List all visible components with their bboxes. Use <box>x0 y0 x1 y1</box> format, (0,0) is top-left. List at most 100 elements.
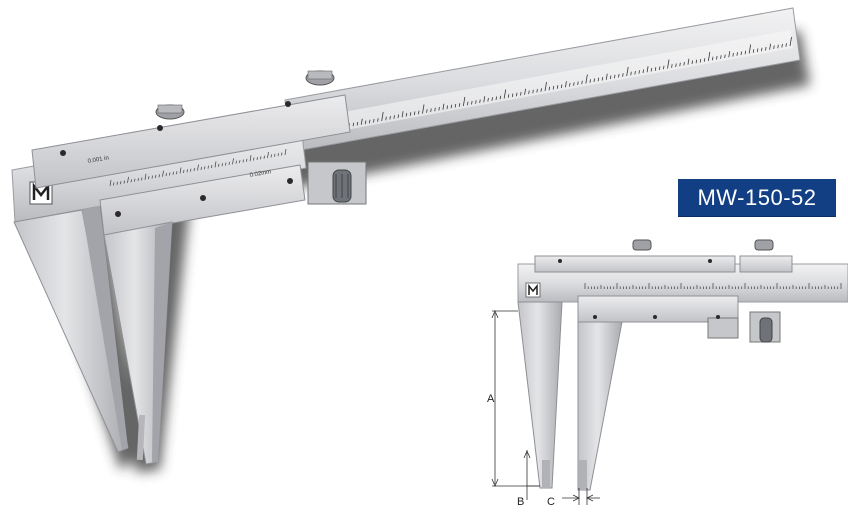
scale-tick <box>548 86 551 91</box>
clamp-screw-left <box>155 104 185 120</box>
scale-tick <box>385 116 387 121</box>
scale-tick <box>675 63 677 68</box>
scale-tick <box>352 122 355 127</box>
vernier-tick <box>221 163 223 167</box>
vernier-tick <box>148 176 150 180</box>
scale-tick <box>511 93 514 98</box>
scale-tick <box>777 44 779 49</box>
scale-tick <box>495 96 497 101</box>
vernier-tick <box>274 153 276 157</box>
vernier-tick <box>263 155 265 159</box>
vernier-tick <box>284 148 287 156</box>
scale-tick <box>393 115 395 119</box>
scale-tick <box>728 51 731 58</box>
scale-tick <box>389 115 391 120</box>
scale-tick <box>691 60 693 65</box>
scale-tick <box>756 48 759 53</box>
vernier-tick <box>204 166 206 170</box>
vernier-tick <box>144 173 147 180</box>
scale-tick <box>605 73 608 80</box>
scale-tick <box>565 81 567 88</box>
scale-tick <box>560 84 563 89</box>
vernier-tick <box>277 153 279 157</box>
scale-tick <box>569 82 571 87</box>
dimension-b-label: B <box>517 496 524 508</box>
scale-tick <box>626 66 629 77</box>
scale-tick <box>785 43 787 47</box>
scale-tick <box>765 46 767 51</box>
scale-tick <box>585 74 588 84</box>
scale-tick <box>781 43 783 48</box>
scale-tick <box>369 119 371 124</box>
scale-tick <box>699 58 702 63</box>
scale-tick <box>671 64 673 68</box>
scale-tick <box>573 82 575 86</box>
vernier-tick <box>228 161 230 165</box>
vernier-tick <box>155 174 157 178</box>
scale-tick <box>638 70 640 74</box>
scale-tick <box>503 89 507 99</box>
scale-tick <box>646 66 649 73</box>
scale-tick <box>724 54 726 59</box>
scale-tick <box>744 50 747 55</box>
scale-tick <box>703 58 706 62</box>
scale-tick <box>752 49 755 53</box>
clamp-screw-right <box>305 70 335 86</box>
dimension-c-line <box>562 488 600 505</box>
dimension-diagram: A B C <box>487 239 848 508</box>
scale-tick <box>622 73 624 77</box>
vernier-tick <box>176 171 178 175</box>
scale-tick <box>769 43 771 50</box>
scale-tick <box>687 58 690 65</box>
dimension-b-line <box>523 449 540 500</box>
scale-tick <box>479 99 481 104</box>
scale-tick <box>695 59 698 64</box>
scale-tick <box>650 67 653 72</box>
vernier-tick <box>242 159 244 163</box>
main-rivets <box>60 101 293 217</box>
model-number-badge: MW-150-52 <box>678 179 836 217</box>
scale-tick <box>434 107 436 112</box>
vernier-tick <box>137 177 139 182</box>
scale-tick <box>720 55 722 59</box>
scale-tick <box>450 104 453 109</box>
vernier-tick <box>225 162 227 166</box>
vernier-tick <box>260 156 262 160</box>
vernier-tick <box>186 169 188 173</box>
scale-tick <box>438 106 440 111</box>
scale-tick <box>381 111 384 122</box>
vernier-tick <box>123 180 125 184</box>
vernier-tick <box>246 158 248 162</box>
scale-tick <box>683 61 685 66</box>
vernier-tick <box>179 167 182 174</box>
scale-tick <box>462 96 466 107</box>
vernier-tick <box>281 152 283 156</box>
scale-tick <box>642 69 644 74</box>
vernier-tick <box>267 152 269 159</box>
scale-tick <box>761 47 763 52</box>
vernier-tick <box>270 154 272 158</box>
scale-tick <box>475 100 477 104</box>
scale-tick <box>499 95 502 100</box>
vernier-tick <box>249 155 252 162</box>
scale-tick <box>748 44 752 54</box>
scale-tick <box>364 120 367 125</box>
scale-tick <box>658 66 661 71</box>
fine-adjust-wheel <box>307 161 367 205</box>
vernier-tick <box>239 160 241 164</box>
scale-tick <box>773 45 775 50</box>
scale-tick <box>413 111 416 116</box>
scale-tick <box>397 114 399 119</box>
dimension-a-label: A <box>487 393 495 405</box>
vernier-tick <box>193 168 195 172</box>
scale-tick <box>601 76 604 81</box>
diagram-beam-ticks <box>584 283 842 289</box>
scale-tick <box>418 110 420 115</box>
scale-tick <box>401 111 404 118</box>
scale-tick <box>581 80 583 85</box>
vernier-tick <box>172 171 174 175</box>
main-resolution-label: 0.001 in <box>87 155 109 165</box>
scale-tick <box>597 77 600 82</box>
vernier-tick <box>134 178 136 182</box>
